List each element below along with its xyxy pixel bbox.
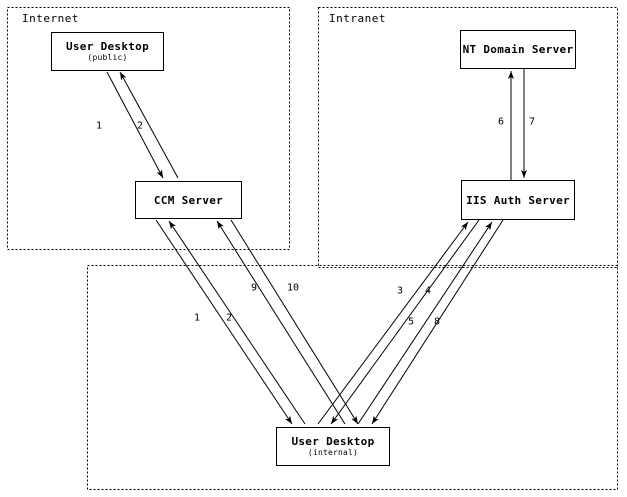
edge-label-10: 10 [286, 282, 300, 294]
edge-label-7: 7 [528, 116, 536, 128]
edge-4-iis-to-internal [330, 219, 480, 425]
edge-1-public-to-ccm [106, 71, 164, 179]
node-title: User Desktop [291, 435, 375, 448]
node-subtitle: (internal) [307, 448, 359, 457]
edge-1b-ccm-to-internal [155, 219, 293, 425]
edge-2b-internal-to-ccm [168, 220, 306, 425]
edge-3-internal-to-iis [317, 221, 469, 425]
node-iis-auth-server[interactable]: IIS Auth Server [461, 180, 575, 220]
node-subtitle: (public) [87, 53, 128, 62]
edge-label-4: 4 [424, 285, 432, 297]
edge-label-3: 3 [396, 285, 404, 297]
zone-internet-border [7, 7, 290, 250]
node-title: User Desktop [65, 40, 150, 53]
node-ccm-server[interactable]: CCM Server [135, 181, 242, 219]
node-title: NT Domain Server [462, 43, 574, 56]
edge-2-ccm-to-public [119, 71, 179, 179]
node-user-desktop-internal[interactable]: User Desktop (internal) [276, 427, 390, 466]
node-title: IIS Auth Server [466, 193, 570, 207]
zone-internal-border [87, 265, 618, 490]
edge-5-internal-to-iis [357, 221, 493, 425]
edge-10-ccm-to-internal [230, 219, 359, 425]
edge-label-1b: 1 [193, 312, 201, 324]
node-title: CCM Server [153, 193, 224, 207]
zone-intranet-border [318, 7, 618, 268]
edge-label-6: 6 [497, 116, 505, 128]
zone-label-internet: Internet [22, 12, 79, 25]
edge-label-2: 2 [136, 120, 144, 132]
edge-label-1: 1 [95, 120, 103, 132]
zone-label-intranet: Intranet [329, 12, 386, 25]
edge-label-8: 8 [433, 316, 441, 328]
edge-label-9: 9 [250, 282, 258, 294]
edge-label-5: 5 [407, 316, 415, 328]
node-nt-domain-server[interactable]: NT Domain Server [460, 30, 576, 69]
edge-8-iis-to-internal [371, 219, 504, 425]
edge-label-2b: 2 [225, 312, 233, 324]
edge-9-internal-to-ccm [216, 220, 346, 425]
node-user-desktop-public[interactable]: User Desktop (public) [51, 32, 164, 71]
